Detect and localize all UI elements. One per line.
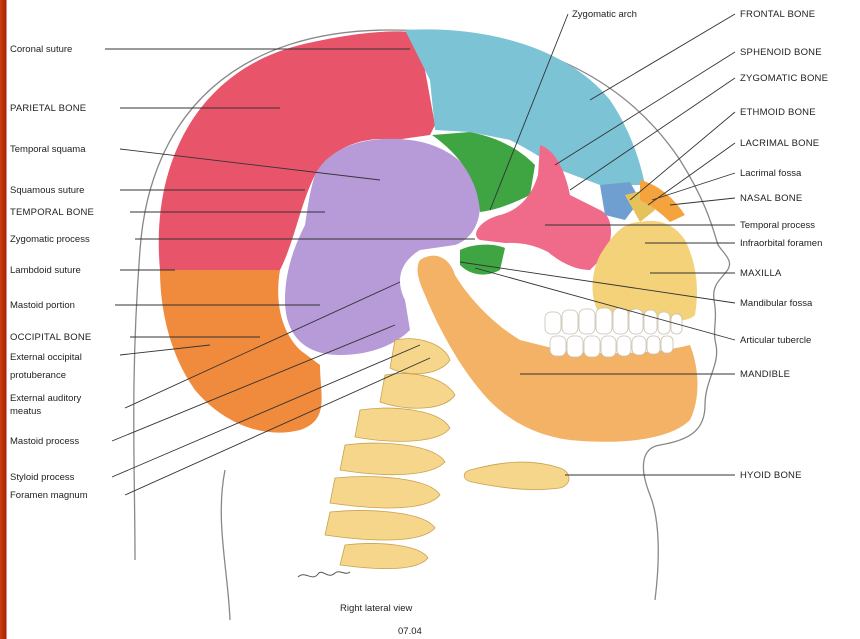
label-squamous-suture: Squamous suture [10, 185, 84, 196]
cervical-vertebrae [325, 339, 455, 569]
label-mastoid-process: Mastoid process [10, 436, 79, 447]
label-temporal-bone: TEMPORAL BONE [10, 207, 94, 218]
label-parietal-bone: PARIETAL BONE [10, 103, 86, 114]
teeth [545, 308, 682, 357]
label-coronal-suture: Coronal suture [10, 44, 72, 55]
label-external-auditory-line1: External auditory [10, 393, 82, 404]
figure-number: 07.04 [398, 626, 422, 637]
label-ethmoid-bone: ETHMOID BONE [740, 107, 816, 118]
neck-outline [221, 470, 230, 620]
label-zygomatic-bone: ZYGOMATIC BONE [740, 73, 828, 84]
label-infraorbital-foramen: Infraorbital foramen [740, 238, 822, 249]
label-lacrimal-fossa: Lacrimal fossa [740, 168, 802, 179]
label-zygomatic-process: Zygomatic process [10, 234, 90, 245]
label-zygomatic-arch: Zygomatic arch [572, 9, 637, 20]
label-styloid-process: Styloid process [10, 472, 75, 483]
label-temporal-process: Temporal process [740, 220, 815, 231]
label-temporal-squama: Temporal squama [10, 144, 86, 155]
label-nasal-bone: NASAL BONE [740, 193, 802, 204]
label-lambdoid-suture: Lambdoid suture [10, 265, 81, 276]
label-articular-tubercle: Articular tubercle [740, 335, 811, 346]
label-lacrimal-bone: LACRIMAL BONE [740, 138, 819, 149]
artist-signature [298, 572, 350, 577]
label-hyoid-bone: HYOID BONE [740, 470, 802, 481]
figure-caption: Right lateral view [340, 603, 412, 614]
label-external-auditory-line2: meatus [10, 406, 41, 417]
hyoid-bone [464, 462, 569, 490]
label-sphenoid-bone: SPHENOID BONE [740, 47, 822, 58]
label-mastoid-portion: Mastoid portion [10, 300, 75, 311]
label-mandible: MANDIBLE [740, 369, 790, 380]
label-foramen-magnum: Foramen magnum [10, 490, 88, 501]
label-maxilla: MAXILLA [740, 268, 782, 279]
label-occipital-bone: OCCIPITAL BONE [10, 332, 91, 343]
label-external-occipital-line2: protuberance [10, 370, 66, 381]
label-frontal-bone: FRONTAL BONE [740, 9, 815, 20]
label-external-occipital-line1: External occipital [10, 352, 82, 363]
label-mandibular-fossa: Mandibular fossa [740, 298, 813, 309]
